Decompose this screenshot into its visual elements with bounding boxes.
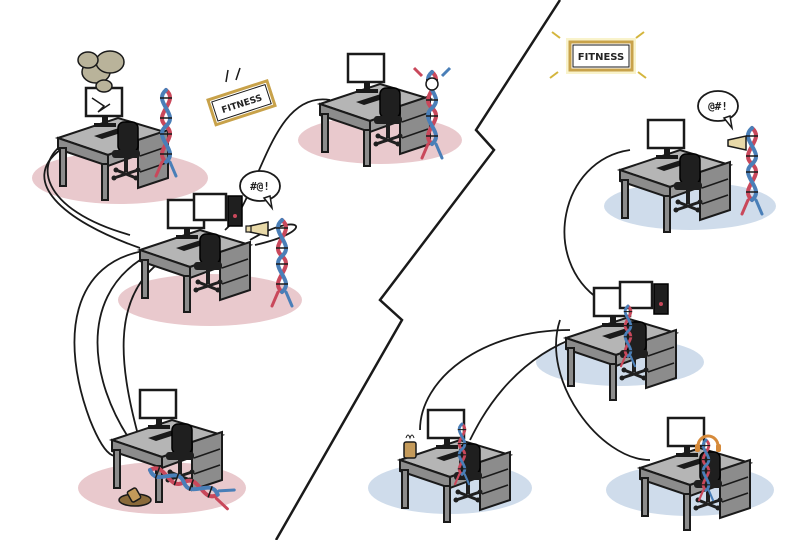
smoke-icon bbox=[77, 50, 125, 93]
right-scene: FITNESS @#! bbox=[368, 31, 776, 532]
coffee-cup-icon bbox=[403, 434, 417, 459]
spilled-coffee-icon bbox=[118, 487, 152, 507]
workstation-broken bbox=[56, 86, 170, 202]
cables bbox=[419, 149, 651, 461]
megaphone-icon bbox=[245, 221, 269, 237]
left-scene: FITNESS #@! bbox=[32, 50, 462, 514]
sparkle-icon bbox=[549, 31, 647, 79]
fitness-sign-left: FITNESS bbox=[206, 78, 277, 127]
megaphone-icon bbox=[727, 135, 747, 151]
divider-line bbox=[274, 0, 562, 540]
workstation-dual bbox=[138, 192, 252, 314]
speech-bubble-left: #@! bbox=[239, 170, 281, 211]
speech-bubble-right-text: @#! bbox=[708, 100, 728, 113]
stressed-face-icon bbox=[412, 66, 452, 91]
fitness-sign-right: FITNESS bbox=[566, 38, 636, 74]
fitness-sign-right-label: FITNESS bbox=[578, 52, 625, 63]
speech-bubble-left-text: #@! bbox=[250, 180, 270, 193]
workstation-dual bbox=[564, 280, 678, 402]
floor-pink bbox=[118, 274, 302, 326]
speech-bubble-right: @#! bbox=[697, 90, 739, 131]
headphones-icon bbox=[695, 434, 721, 452]
